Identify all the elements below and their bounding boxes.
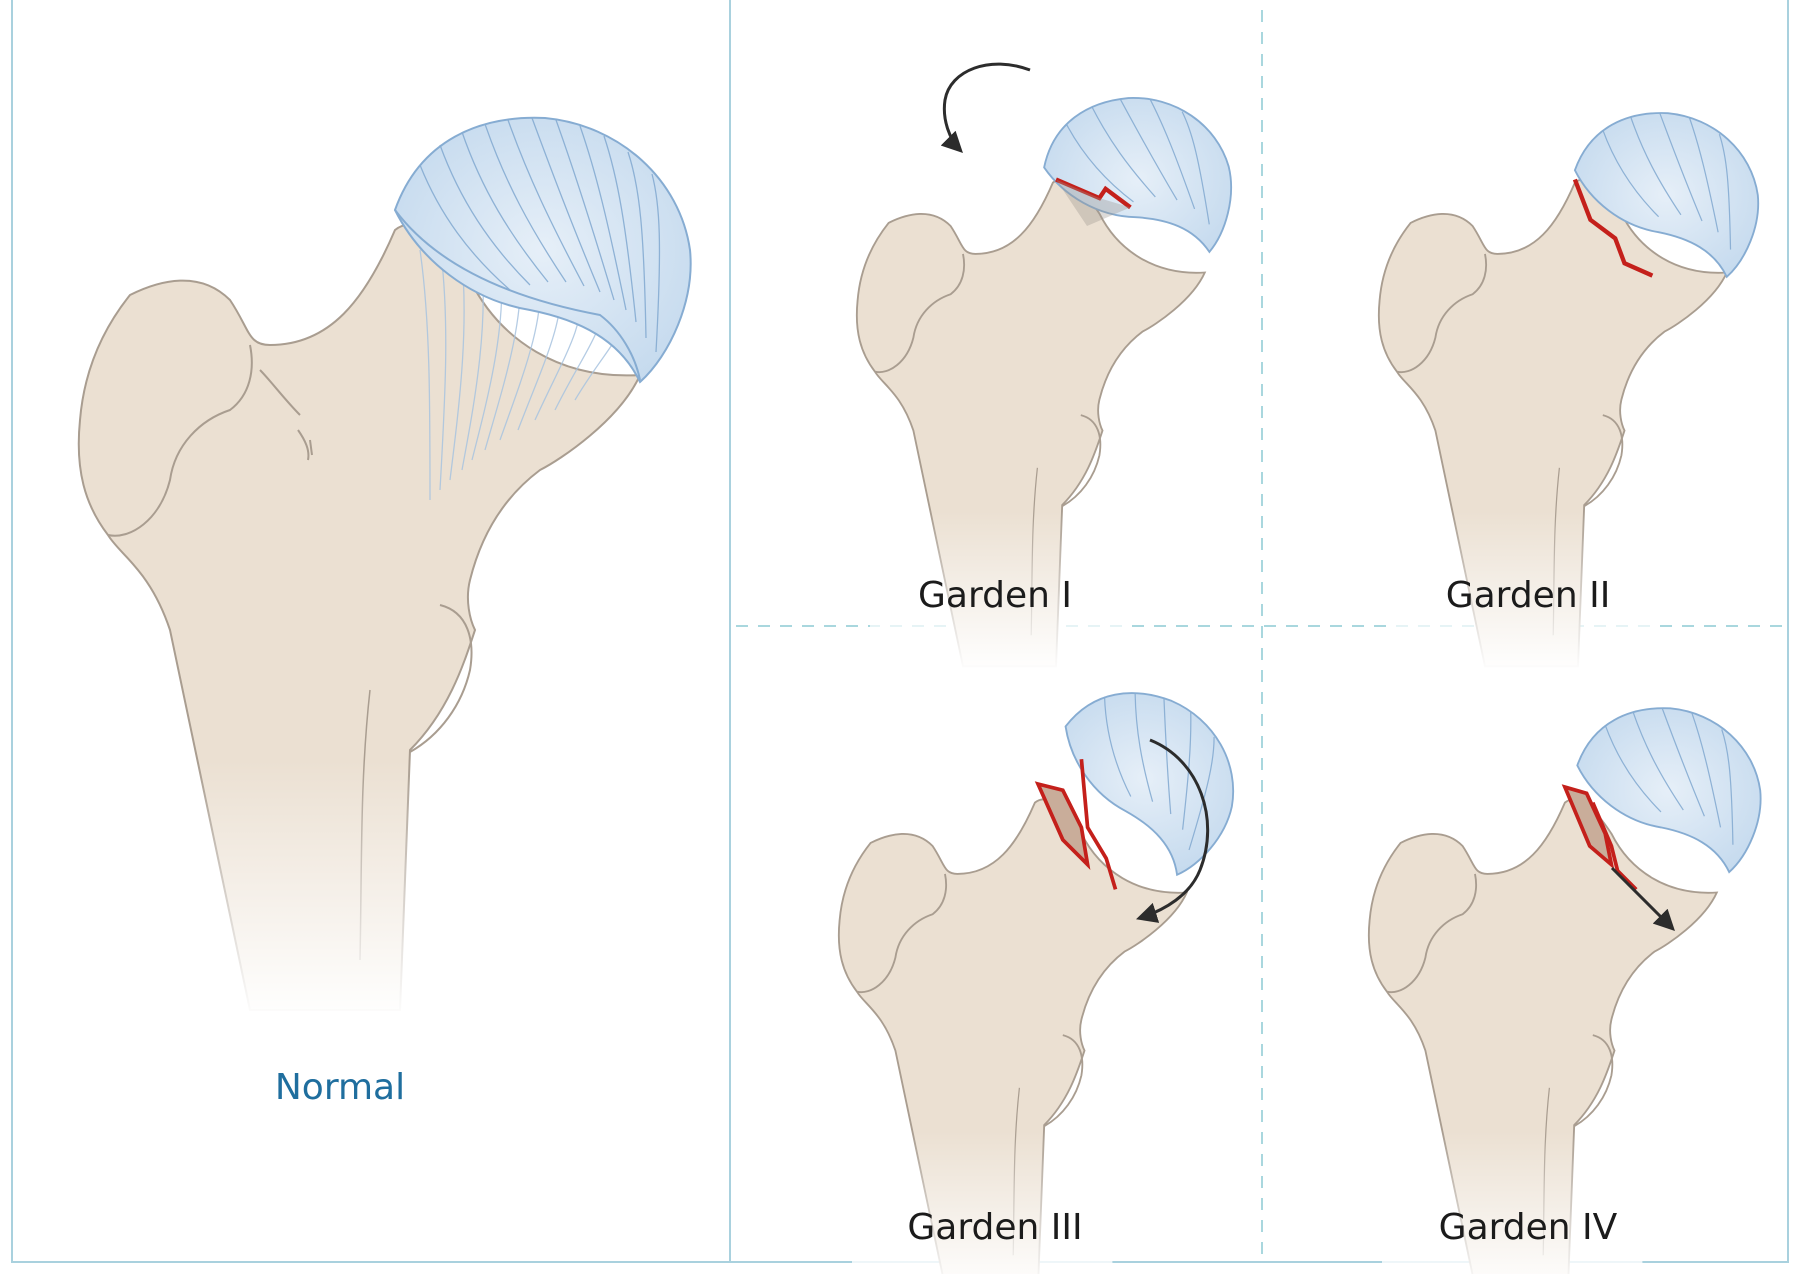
shaft-fade	[100, 760, 520, 1020]
normal-label: Normal	[274, 1067, 406, 1108]
curved-arrow-icon	[940, 62, 1031, 153]
garden-4-label: Garden IV	[1438, 1207, 1618, 1248]
fracture-line	[1055, 177, 1132, 210]
fracture-fragment	[1561, 784, 1615, 870]
femoral-head	[1576, 707, 1762, 874]
fracture-fragment	[1034, 781, 1091, 871]
impaction-shadow	[1056, 179, 1131, 226]
femoral-head	[1064, 692, 1234, 877]
trochanter-contour	[107, 344, 253, 537]
straight-arrow-icon	[1610, 866, 1675, 931]
fracture-line	[1591, 801, 1638, 891]
head-neck-junction	[394, 209, 641, 381]
garden-4-femur	[1367, 707, 1762, 1274]
fracture-line	[1572, 178, 1654, 278]
garden-3-label: Garden III	[907, 1207, 1083, 1248]
garden-1-femur	[855, 97, 1232, 673]
lesser-trochanter	[409, 604, 473, 753]
garden-2-label: Garden II	[1445, 575, 1611, 616]
garden-3-femur	[837, 692, 1234, 1274]
femoral-head	[1573, 112, 1760, 279]
normal-femur	[77, 116, 692, 1020]
garden-2-femur	[1377, 112, 1760, 673]
grid-dashed-dividers	[736, 10, 1786, 1262]
femoral-head	[1043, 97, 1232, 254]
head-lines	[419, 117, 661, 353]
curved-arrow-icon	[1136, 738, 1210, 923]
fracture-line	[1079, 759, 1118, 890]
trochanteric-ridge	[259, 369, 313, 461]
garden-1-label: Garden I	[917, 575, 1072, 616]
